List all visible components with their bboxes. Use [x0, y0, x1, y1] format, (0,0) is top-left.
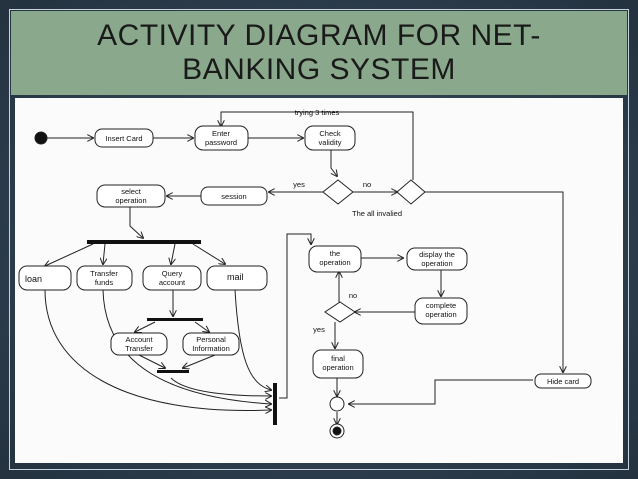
display-operation-label-1: display the — [419, 250, 455, 259]
fork-bar — [87, 240, 201, 244]
check-validity-node — [304, 125, 356, 151]
flow-fork-mail — [192, 243, 225, 264]
select-operation-label-2: operation — [115, 196, 146, 205]
all-invalid-label: The all invalied — [352, 209, 402, 218]
personal-information-label-2: Information — [192, 344, 230, 353]
guard-yes-mid: yes — [313, 325, 325, 334]
flow-select-fork — [129, 206, 143, 238]
enter-password-label-1: Enter — [212, 129, 230, 138]
display-operation-label-2: operation — [421, 259, 452, 268]
slide-frame — [9, 9, 629, 470]
flow-fork2-account — [135, 321, 156, 332]
flow-hide-merge — [349, 379, 533, 404]
final-operation-node — [312, 349, 364, 379]
session-node — [200, 186, 268, 206]
session-label: session — [221, 192, 246, 201]
complete-operation-label-2: operation — [425, 310, 456, 319]
invalid-decision — [396, 179, 426, 205]
the-operation-label-1: the — [330, 249, 340, 258]
select-operation-label-1: select — [121, 187, 142, 196]
slide-title: ACTIVITY DIAGRAM FOR NET-BANKING SYSTEM — [97, 19, 541, 86]
transfer-funds-node — [76, 265, 133, 291]
flow-invalid-hide — [425, 191, 563, 372]
flow-personal-join — [183, 354, 216, 368]
complete-operation-label-1: complete — [426, 301, 456, 310]
account-transfer-node — [110, 332, 168, 356]
title-band: ACTIVITY DIAGRAM FOR NET-BANKING SYSTEM — [11, 11, 627, 95]
personal-information-node — [182, 332, 240, 356]
end-node-inner — [332, 426, 342, 436]
complete-operation-node — [414, 297, 468, 325]
start-node — [34, 131, 48, 145]
flow-join-operation — [279, 233, 311, 399]
flow-fork2-personal — [194, 321, 209, 332]
loan-label: loan — [25, 274, 42, 284]
guard-no-mid: no — [349, 291, 357, 300]
display-operation-node — [406, 247, 468, 271]
query-account-node — [142, 265, 202, 291]
the-operation-label-2: operation — [319, 258, 350, 267]
complete-decision — [324, 301, 356, 323]
query-join-bar — [157, 370, 189, 373]
flow-retry-loop — [221, 111, 414, 180]
the-operation-node — [308, 245, 362, 273]
account-transfer-label-1: Account — [125, 335, 153, 344]
merge-node — [329, 396, 345, 412]
flow-transfer-join — [102, 289, 271, 404]
flow-account-join — [138, 354, 165, 368]
final-operation-label-1: final — [331, 354, 345, 363]
enter-password-node — [194, 125, 249, 151]
join-bar — [273, 383, 277, 425]
guard-no-top: no — [363, 180, 371, 189]
query-fork-bar — [147, 318, 203, 321]
hide-card-node — [534, 373, 592, 389]
personal-information-label-1: Personal — [196, 335, 226, 344]
flow-check-decision — [330, 148, 337, 176]
hide-card-label: Hide card — [547, 377, 579, 386]
mail-node — [206, 265, 268, 291]
flow-loan-join — [44, 289, 271, 411]
flow-join2-join — [170, 377, 271, 396]
check-validity-label-1: Check — [319, 129, 341, 138]
mail-label: mail — [227, 272, 244, 282]
guard-trying: trying 3 times — [295, 108, 340, 117]
select-operation-node — [96, 184, 166, 208]
final-operation-label-2: operation — [322, 363, 353, 372]
query-account-label-2: account — [159, 278, 186, 287]
flow-fork-loan — [45, 243, 94, 266]
activity-diagram: trying 3 times Insert Card Enter passwor… — [15, 98, 623, 463]
transfer-funds-label-2: funds — [95, 278, 114, 287]
transfer-funds-label-1: Transfer — [90, 269, 118, 278]
flow-mail-join — [234, 289, 271, 390]
validity-decision — [322, 179, 354, 205]
flow-fork-transfer — [103, 243, 105, 264]
account-transfer-label-2: Transfer — [125, 344, 153, 353]
check-validity-label-2: validity — [319, 138, 342, 147]
insert-card-label: Insert Card — [105, 134, 142, 143]
flow-fork-query — [171, 243, 175, 264]
loan-node — [18, 265, 72, 291]
guard-yes-top: yes — [293, 180, 305, 189]
enter-password-label-2: password — [205, 138, 237, 147]
insert-card-node — [94, 128, 154, 148]
query-account-label-1: Query — [162, 269, 183, 278]
